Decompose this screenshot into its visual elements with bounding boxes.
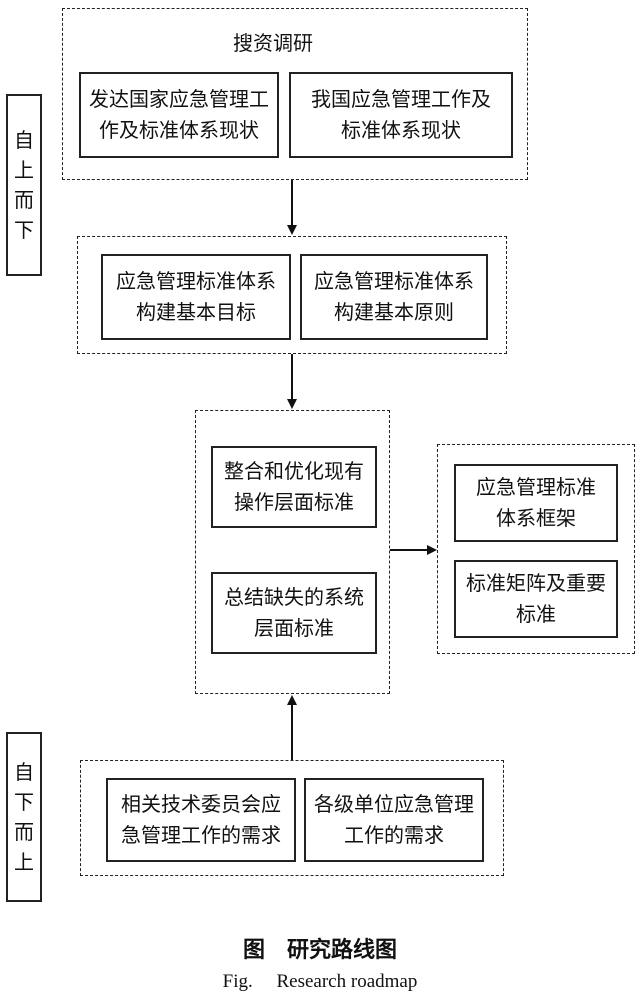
construction-goal-box: 应急管理标准体系 构建基本目标: [101, 254, 291, 340]
top-down-label-text: 自 上 而 下: [14, 128, 34, 242]
framework-group: [437, 444, 635, 654]
missing-system-standards-box: 总结缺失的系统 层面标准: [211, 572, 377, 654]
standard-matrix-box: 标准矩阵及重要 标准: [454, 560, 618, 638]
bottom-up-label-text: 自 下 而 上: [14, 760, 34, 874]
figure-caption-en: Fig. Research roadmap: [222, 971, 418, 992]
construction-basis-group: [77, 236, 507, 354]
construction-principle-box: 应急管理标准体系 构建基本原则: [300, 254, 488, 340]
research-group: 搜资调研: [62, 8, 528, 180]
standard-framework-box: 应急管理标准 体系框架: [454, 464, 618, 542]
research-group-title: 搜资调研: [233, 31, 313, 55]
requirements-group: [80, 760, 504, 876]
developed-countries-status-box: 发达国家应急管理工 作及标准体系现状: [79, 72, 279, 158]
bottom-up-label: 自 下 而 上: [6, 732, 42, 902]
integration-group: [195, 410, 390, 694]
figure-caption-cn: 图 研究路线图: [242, 938, 397, 963]
top-down-label: 自 上 而 下: [6, 94, 42, 276]
unit-requirements-box: 各级单位应急管理 工作的需求: [304, 778, 484, 862]
committee-requirements-box: 相关技术委员会应 急管理工作的需求: [106, 778, 296, 862]
optimize-operational-standards-box: 整合和优化现有 操作层面标准: [211, 446, 377, 528]
domestic-status-box: 我国应急管理工作及 标准体系现状: [289, 72, 513, 158]
